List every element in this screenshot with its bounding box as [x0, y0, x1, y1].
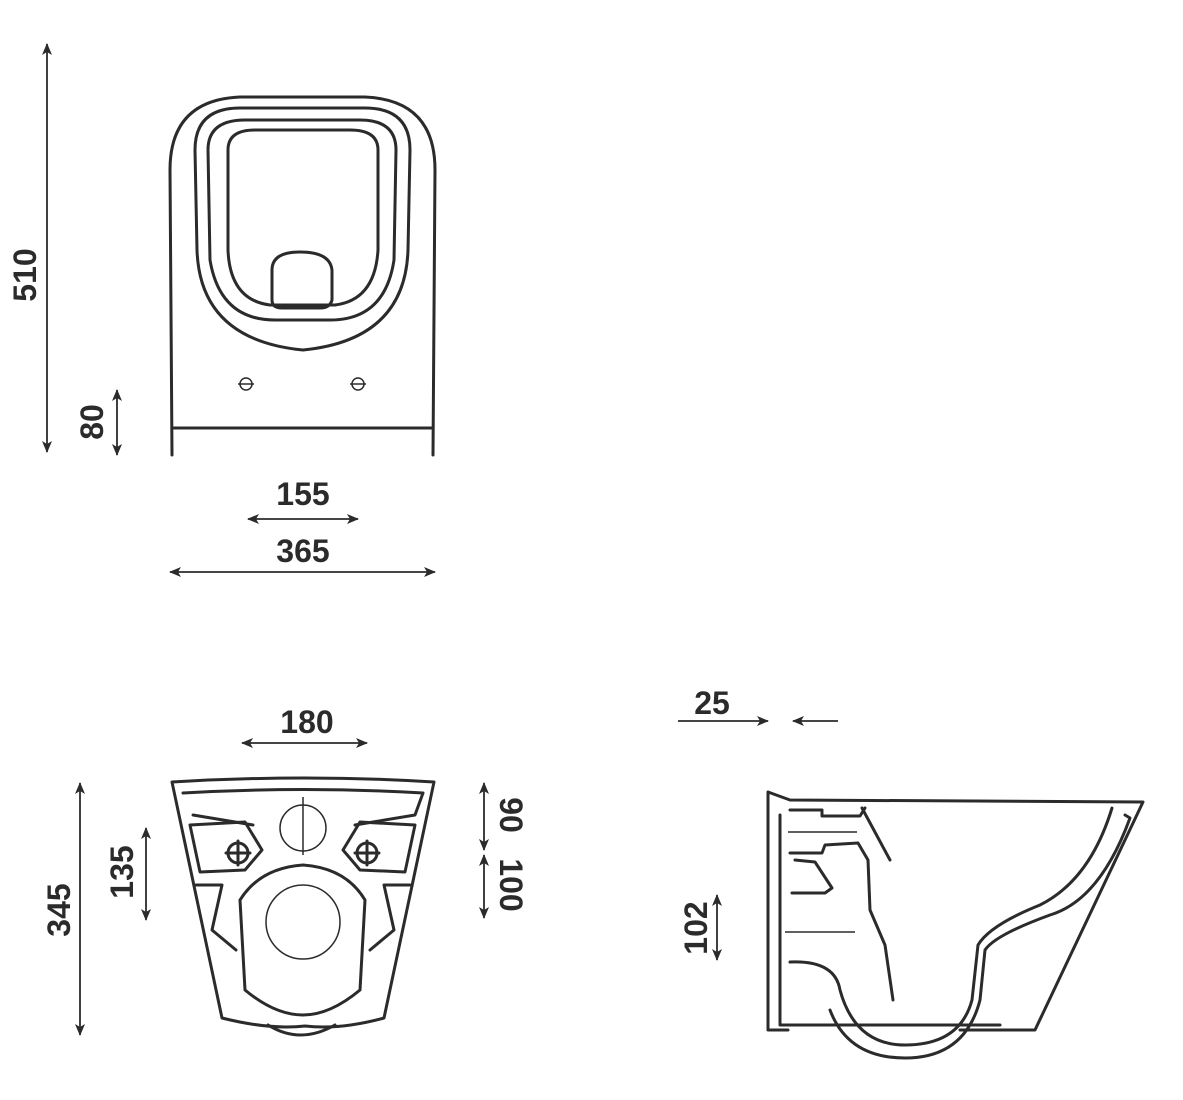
inlet-pipe [788, 806, 895, 1002]
rear-view: 180 345 135 90 100 [41, 704, 529, 1037]
bowl-rim [238, 863, 367, 1017]
side-view: 25 102 [678, 685, 1145, 1060]
seat-outer [193, 106, 412, 352]
drain-outlet [270, 250, 334, 310]
wall-plate [778, 813, 1002, 1027]
top-view: 510 80 155 365 [7, 43, 437, 577]
outlet-circle [265, 884, 341, 960]
dimension-label-180: 180 [280, 704, 333, 740]
fixing-hole-right-icon [353, 839, 381, 867]
rib-right [368, 883, 412, 952]
dimension-label-135: 135 [104, 845, 140, 898]
fixing-hole-left-icon [238, 377, 254, 391]
dimension-label-345: 345 [41, 883, 77, 936]
top-view-outline [168, 95, 437, 457]
dimension-label-25: 25 [694, 685, 730, 721]
fixing-hole-right-icon [350, 377, 366, 391]
fixing-bracket [790, 858, 834, 895]
dimension-label-365: 365 [276, 533, 329, 569]
rib-left [194, 883, 238, 952]
dimension-label-80: 80 [74, 404, 110, 440]
dimension-label-100: 100 [493, 858, 529, 911]
rear-base-lip [266, 1023, 337, 1037]
bowl-inner [828, 813, 1132, 1060]
fixing-lug-left [188, 820, 264, 874]
dimension-label-90: 90 [493, 797, 529, 833]
fixing-lug-right [341, 820, 417, 874]
side-view-outline [766, 790, 1145, 1032]
bowl-opening [226, 128, 380, 307]
dimension-label-155: 155 [276, 476, 329, 512]
rim-flange [860, 806, 892, 862]
seat-inner [206, 118, 398, 322]
dimension-label-510: 510 [7, 248, 43, 301]
dimension-label-102: 102 [678, 901, 714, 954]
fixing-hole-left-icon [224, 839, 252, 867]
